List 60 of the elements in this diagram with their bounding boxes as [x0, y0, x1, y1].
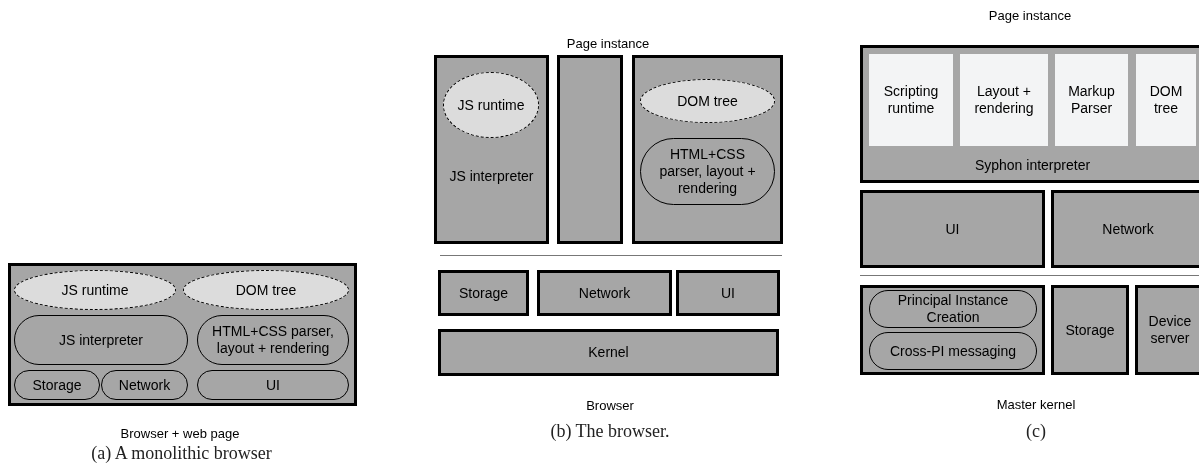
component-label: Device server [1147, 313, 1193, 347]
component-label: Kernel [587, 344, 630, 361]
dashed-oval [14, 270, 176, 310]
component-box [860, 190, 1045, 268]
component-label: DOM tree [676, 92, 739, 110]
panel-label: Page instance [987, 7, 1073, 25]
component-label: UI [265, 376, 281, 394]
component-box [557, 55, 623, 244]
component-label: Network [117, 376, 172, 394]
rounded-pill [197, 370, 349, 400]
component-label: Storage [1064, 321, 1116, 339]
component-box [1051, 190, 1199, 268]
component-box [434, 55, 549, 244]
figure-caption: (b) The browser. [549, 420, 671, 443]
component-label: Syphon interpreter [973, 157, 1092, 174]
rounded-pill [101, 370, 188, 400]
component-label: UI [944, 220, 961, 238]
component-label: JS interpreter [448, 168, 535, 185]
module-box [869, 54, 953, 146]
component-label: HTML+CSS parser, layout + rendering [211, 323, 335, 357]
component-label: DOM tree [234, 281, 298, 299]
rounded-pill [14, 315, 188, 365]
component-label: JS interpreter [57, 331, 144, 349]
panel-label: Master kernel [995, 396, 1077, 414]
rounded-pill [869, 332, 1037, 370]
component-label: Storage [457, 284, 509, 302]
rounded-pill [197, 315, 349, 365]
component-box [632, 55, 783, 244]
component-label: JS runtime [60, 281, 130, 299]
component-box [8, 263, 357, 406]
component-box [438, 270, 529, 316]
module-box [960, 54, 1048, 146]
rounded-pill [14, 370, 100, 400]
panel-label: Browser + web page [119, 425, 241, 443]
component-label: Cross-PI messaging [888, 342, 1017, 360]
panel-label: Page instance [565, 35, 651, 53]
component-label: Network [1101, 220, 1155, 238]
component-label: Markup Parser [1067, 83, 1116, 117]
component-box [860, 45, 1199, 183]
component-label: Scripting runtime [882, 83, 940, 117]
component-box [676, 270, 780, 316]
component-box [1135, 285, 1199, 375]
panel-label: Browser [585, 397, 635, 415]
component-label: Layout + rendering [973, 83, 1035, 117]
component-box [537, 270, 672, 316]
component-label: Storage [31, 376, 83, 394]
component-label: Network [577, 284, 632, 302]
component-box [438, 329, 779, 376]
component-label: DOM tree [1148, 83, 1184, 117]
component-label: JS runtime [456, 96, 526, 114]
module-box [1055, 54, 1128, 146]
module-box [1136, 54, 1196, 146]
figure-caption: (a) A monolithic browser [90, 442, 273, 465]
component-box [860, 285, 1045, 375]
component-label: HTML+CSS parser, layout + rendering [658, 146, 757, 197]
rounded-pill [869, 290, 1037, 328]
component-label: Principal Instance Creation [896, 292, 1010, 326]
component-box [1051, 285, 1129, 375]
component-label: UI [720, 284, 736, 302]
figure-caption: (c) [1025, 420, 1047, 443]
